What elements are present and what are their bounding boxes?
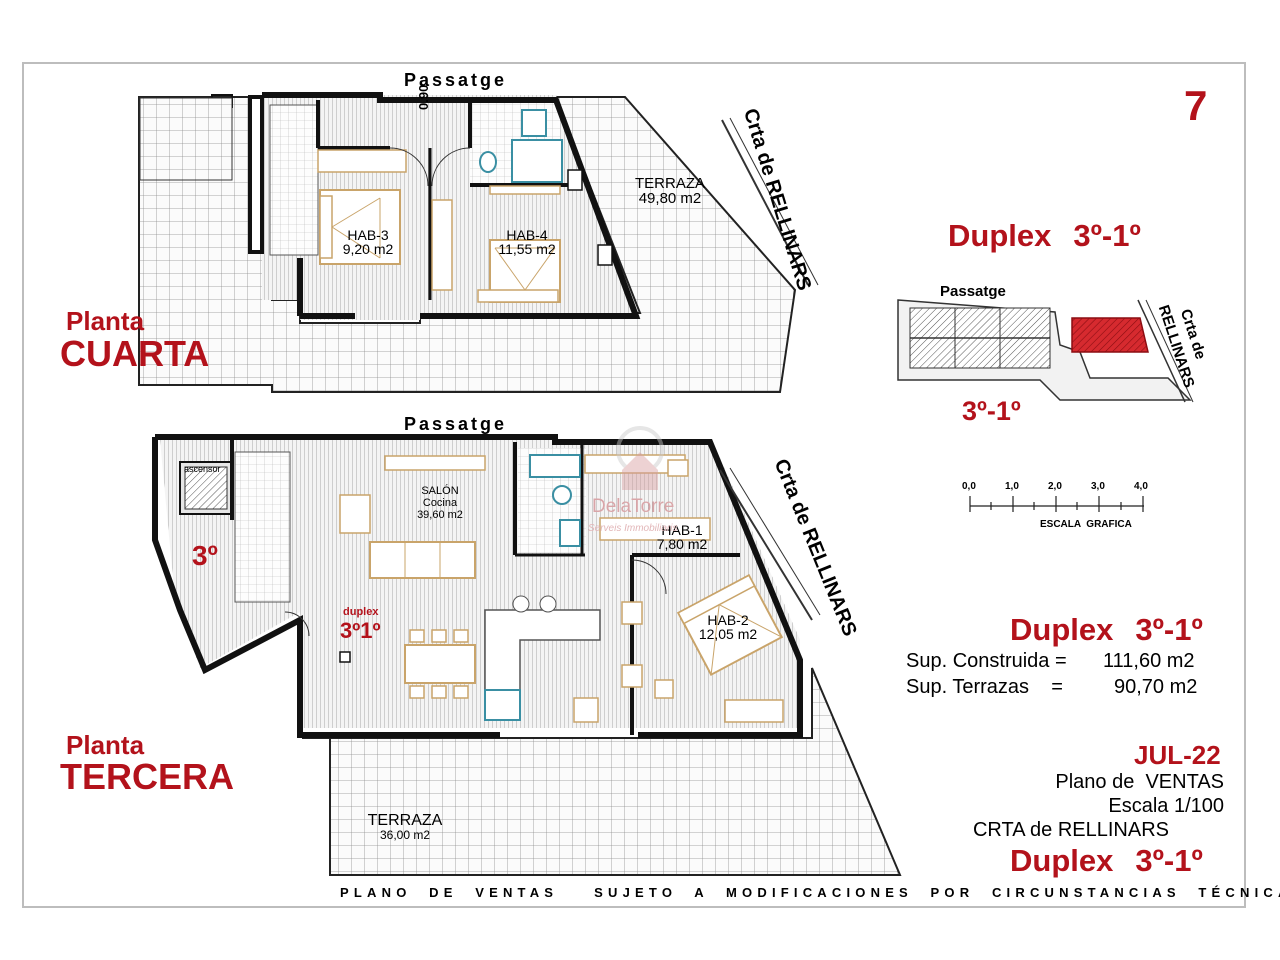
plan-scale: Escala 1/100 bbox=[1108, 795, 1224, 817]
drawing-frame bbox=[22, 62, 1246, 908]
scale-tick-2: 2,0 bbox=[1048, 481, 1062, 492]
room-terraza-upper-area: 49,80 m2 bbox=[638, 190, 702, 207]
page-number: 7 bbox=[1184, 82, 1208, 129]
lower-floor-plan bbox=[152, 434, 902, 876]
unit-small-label: duplex bbox=[343, 606, 379, 618]
door-width-dimension: 0.90 bbox=[416, 84, 431, 110]
room-terraza-upper-name: TERRAZA bbox=[634, 175, 705, 192]
scale-bar bbox=[969, 496, 1144, 512]
upper-floor-name: CUARTA bbox=[60, 333, 210, 374]
terrace-area-value: 90,70 m2 bbox=[1114, 676, 1198, 698]
bed-hab4 bbox=[477, 239, 561, 303]
plan-type: Plano de VENTAS bbox=[1055, 771, 1224, 793]
room-salon-name: SALÓN bbox=[421, 485, 459, 497]
room-hab3-area: 9,20 m2 bbox=[342, 241, 394, 257]
room-hab1-area: 7,80 m2 bbox=[656, 536, 708, 552]
footer-right: SUJETO A MODIFICACIONES POR CIRCUNSTANCI… bbox=[594, 885, 1280, 900]
unit-code-label: 3º1º bbox=[340, 618, 381, 643]
watermark-logo-icon bbox=[616, 426, 664, 490]
bed-hab2 bbox=[676, 573, 784, 677]
room-salon-area: 39,60 m2 bbox=[417, 509, 463, 521]
footer-left: PLANO DE VENTAS bbox=[340, 885, 559, 900]
floor-mark: 3º bbox=[192, 540, 218, 571]
summary-title-code: 3º-1º bbox=[1135, 612, 1203, 647]
built-area-label: Sup. Construida = bbox=[906, 650, 1067, 672]
key-plan-passage: Passatge bbox=[940, 283, 1006, 300]
lower-interior bbox=[160, 440, 800, 728]
upper-floor-label: Planta bbox=[66, 306, 145, 336]
upper-walls bbox=[248, 95, 264, 254]
info-unit-name: Duplex bbox=[1010, 843, 1114, 878]
unit-title: Duplex 3º-1º bbox=[948, 218, 1141, 254]
key-plan-unit-highlight bbox=[1071, 317, 1149, 353]
key-plan bbox=[897, 299, 1194, 403]
plan-address: CRTA de RELLINARS bbox=[972, 819, 1169, 841]
room-hab3-name: HAB-3 bbox=[347, 227, 389, 243]
upper-passage-label: Passatge bbox=[404, 70, 508, 90]
room-terraza-lower-name: TERRAZA bbox=[367, 812, 443, 829]
room-terraza-lower-area: 36,00 m2 bbox=[379, 828, 431, 842]
room-hab4-area: 11,55 m2 bbox=[498, 241, 556, 257]
unit-title-name: Duplex bbox=[948, 218, 1052, 253]
footer-note: PLANO DE VENTAS SUJETO A MODIFICACIONES P… bbox=[340, 885, 1280, 900]
lower-passage-label: Passatge bbox=[404, 414, 508, 434]
summary-title-name: Duplex bbox=[1010, 612, 1114, 647]
info-unit: Duplex 3º-1º bbox=[1010, 843, 1203, 879]
lower-floor-label: Planta bbox=[66, 730, 145, 760]
lower-walls bbox=[155, 434, 803, 738]
lower-stairs bbox=[234, 451, 291, 603]
upper-stairs bbox=[269, 104, 319, 256]
scale-caption: ESCALA GRAFICA bbox=[1040, 519, 1132, 530]
terrace-area-label: Sup. Terrazas = bbox=[906, 676, 1063, 698]
lower-floor-name: TERCERA bbox=[60, 756, 235, 797]
bed-hab3 bbox=[319, 189, 401, 265]
elevator-label: ascensor bbox=[184, 464, 221, 474]
key-plan-code: 3º-1º bbox=[962, 396, 1021, 426]
unit-title-code: 3º-1º bbox=[1073, 218, 1141, 253]
scale-tick-4: 4,0 bbox=[1134, 481, 1148, 492]
info-unit-code: 3º-1º bbox=[1135, 843, 1203, 878]
plan-date: JUL-22 bbox=[1134, 740, 1221, 770]
scale-tick-3: 3,0 bbox=[1091, 481, 1105, 492]
room-hab2-name: HAB-2 bbox=[707, 612, 749, 628]
room-hab4-name: HAB-4 bbox=[506, 227, 548, 243]
room-salon-sub: Cocina bbox=[422, 497, 458, 509]
summary-title: Duplex 3º-1º bbox=[1010, 612, 1203, 648]
upper-floor-plan bbox=[138, 92, 819, 393]
room-hab1-name: HAB-1 bbox=[661, 522, 703, 538]
scale-tick-1: 1,0 bbox=[1005, 481, 1019, 492]
scale-tick-0: 0,0 bbox=[962, 481, 976, 492]
watermark-brand: DelaTorre bbox=[592, 496, 675, 517]
built-area-value: 111,60 m2 bbox=[1103, 650, 1195, 672]
room-hab2-area: 12,05 m2 bbox=[698, 626, 758, 642]
watermark-tagline: Serveis Immobiliaris bbox=[588, 523, 678, 534]
